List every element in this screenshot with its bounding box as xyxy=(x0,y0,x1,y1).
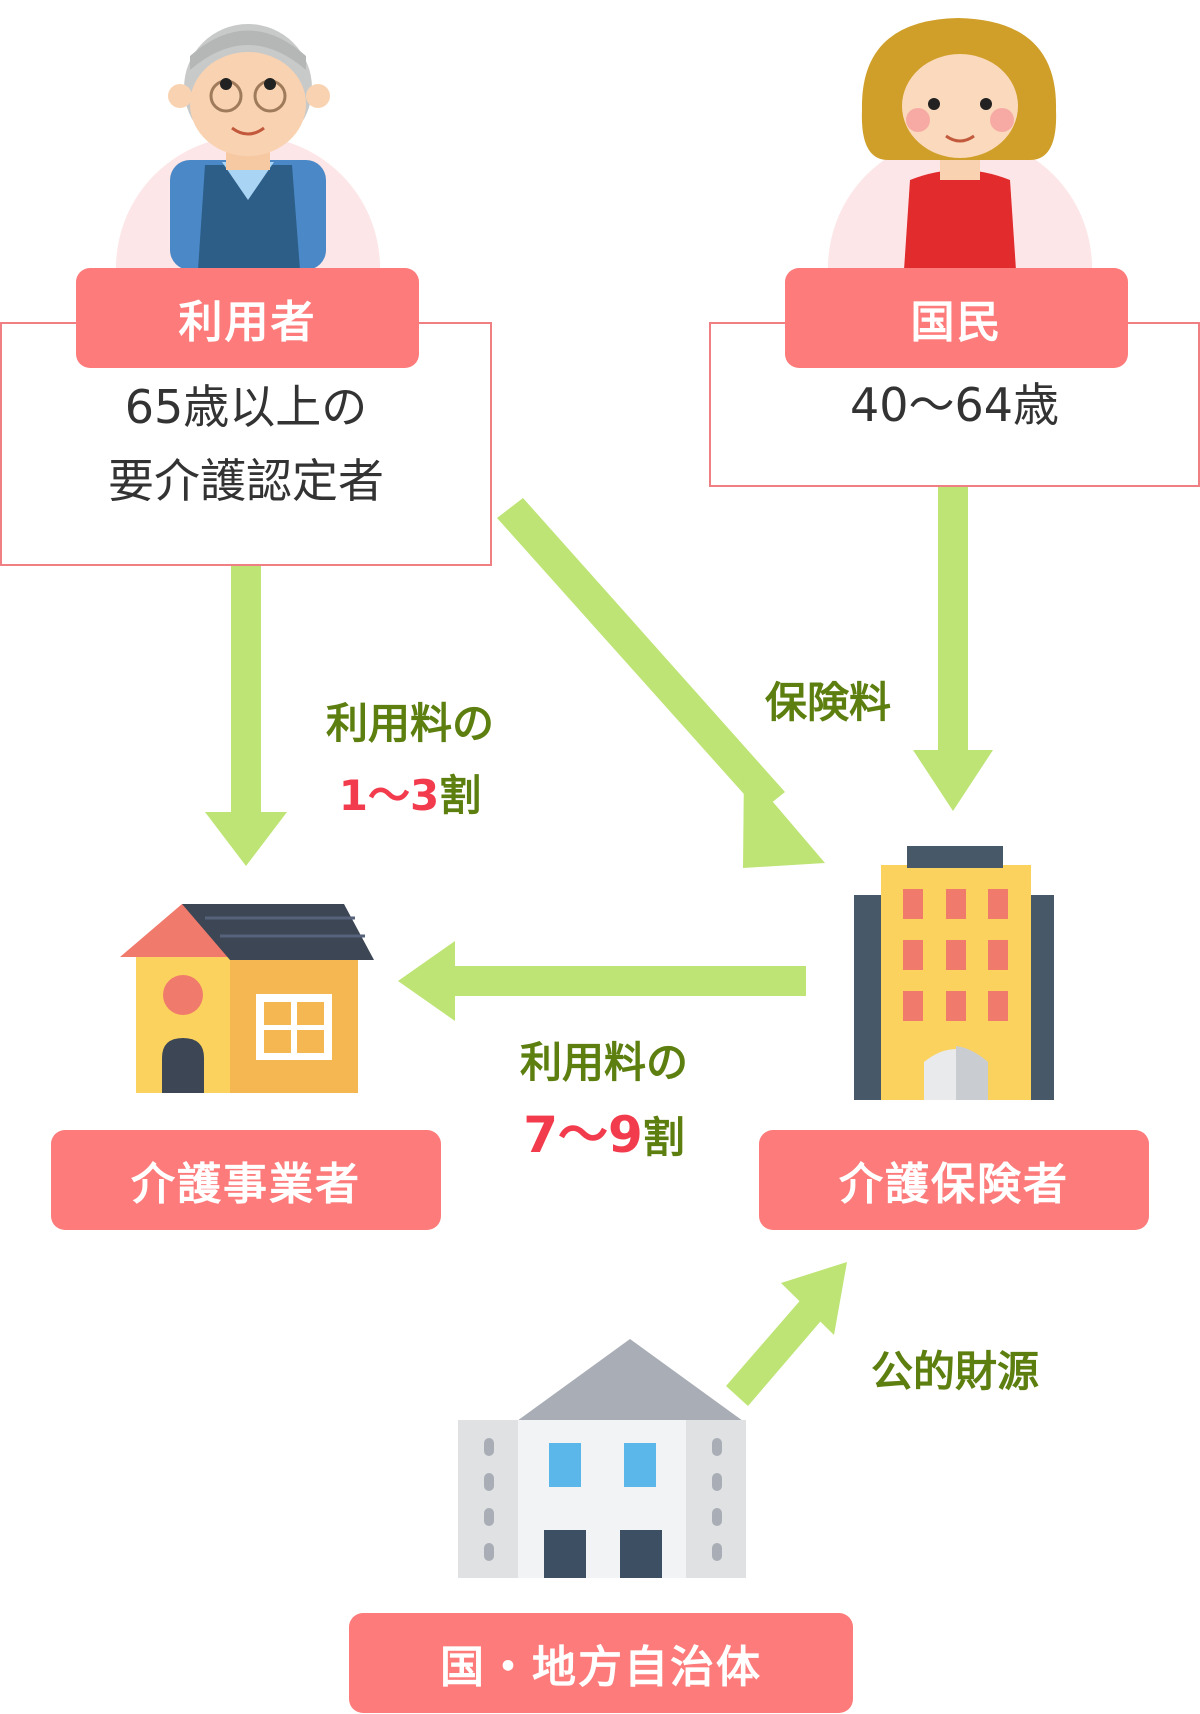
government-label-pill: 国・地方自治体 xyxy=(349,1613,853,1713)
citizen-label-pill: 国民 xyxy=(785,268,1128,368)
arrow-citizen-to-insurer xyxy=(913,487,993,811)
user-description-line1: 65歳以上の xyxy=(124,380,368,434)
flow-label-insurer-to-provider: 利用料の 7〜9割 xyxy=(484,1027,724,1174)
insurer-label-pill: 介護保険者 xyxy=(759,1130,1149,1230)
flow-premium-label: 保険料 xyxy=(764,678,891,727)
flow-user-to-provider-suffix: 割 xyxy=(439,771,482,820)
arrow-user-to-provider xyxy=(205,563,287,866)
flow-label-premium: 保険料 xyxy=(738,667,918,739)
flow-label-public-funds: 公的財源 xyxy=(840,1336,1070,1408)
flow-arrows xyxy=(205,487,993,1406)
arrow-gov-to-insurer xyxy=(726,1262,847,1406)
citizen-label: 国民 xyxy=(910,297,1003,348)
flow-insurer-to-provider-suffix: 割 xyxy=(642,1113,685,1162)
flow-public-funds-label: 公的財源 xyxy=(870,1347,1039,1396)
user-label-pill: 利用者 xyxy=(76,268,419,368)
flow-label-user-to-provider: 利用料の 1〜3割 xyxy=(290,688,530,832)
user-label: 利用者 xyxy=(178,297,317,348)
insurer-building-illustration xyxy=(854,846,1054,1100)
provider-label-pill: 介護事業者 xyxy=(51,1130,441,1230)
flow-user-to-provider-highlight: 1〜3 xyxy=(338,771,440,820)
flow-user-to-provider-line1: 利用料の xyxy=(325,699,494,748)
government-building-illustration xyxy=(458,1339,746,1578)
government-label: 国・地方自治体 xyxy=(440,1642,762,1693)
flow-insurer-to-provider-line1: 利用料の xyxy=(519,1038,688,1087)
citizen-description: 40〜64歳 xyxy=(849,377,1060,432)
arrow-insurer-to-provider xyxy=(398,941,806,1021)
user-description-line2: 要介護認定者 xyxy=(108,454,384,508)
insurer-label: 介護保険者 xyxy=(839,1159,1069,1210)
provider-label: 介護事業者 xyxy=(131,1159,361,1210)
flow-insurer-to-provider-highlight: 7〜9 xyxy=(523,1106,643,1164)
provider-house-illustration xyxy=(120,904,374,1093)
arrow-user-to-insurer xyxy=(497,498,825,868)
